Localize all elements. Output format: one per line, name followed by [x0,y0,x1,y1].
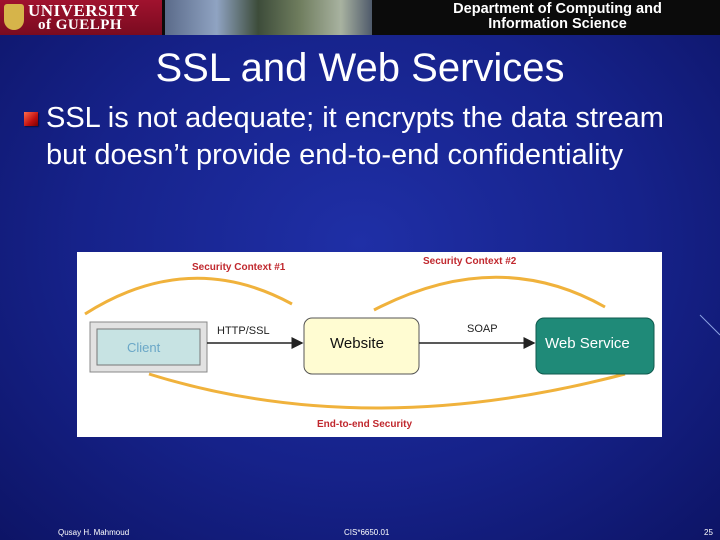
bullet-icon [24,112,38,126]
context1-label: Security Context #1 [192,262,286,273]
university-subname: of GUELPH [38,17,123,33]
university-logo: UNIVERSITY of GUELPH [0,0,162,35]
header-photo-strip [165,0,372,35]
department-line-1: Department of Computing and [453,1,662,17]
architecture-diagram: Security Context #1 Security Context #2 … [77,252,662,437]
web-service-box [535,317,655,375]
footer-author: Qusay H. Mahmoud [58,528,130,537]
department-title: Department of Computing and Information … [400,2,715,32]
end-to-end-label: End-to-end Security [317,419,412,430]
bullet-text: SSL is not adequate; it encrypts the dat… [46,102,664,171]
department-line-2: Information Science [488,16,627,32]
web-service-label: Web Service [545,335,630,352]
website-label: Website [330,335,384,352]
footer-course: CIS*6650.01 [344,528,390,537]
context2-label: Security Context #2 [423,256,517,267]
client-box [96,328,201,366]
context1-arc [84,276,293,316]
context2-arc [373,275,606,312]
client-label: Client [127,340,161,355]
footer-page-number: 25 [704,528,713,537]
crest-icon [4,4,24,30]
website-box [303,317,420,375]
end-to-end-arc [148,372,626,410]
slide-title: SSL and Web Services [155,46,565,90]
university-name: UNIVERSITY [28,1,140,20]
soap-label: SOAP [467,323,498,335]
header-banner: UNIVERSITY of GUELPH Department of Compu… [0,0,720,35]
diagram-svg: Security Context #1 Security Context #2 … [84,256,655,430]
http-ssl-label: HTTP/SSL [217,325,270,337]
